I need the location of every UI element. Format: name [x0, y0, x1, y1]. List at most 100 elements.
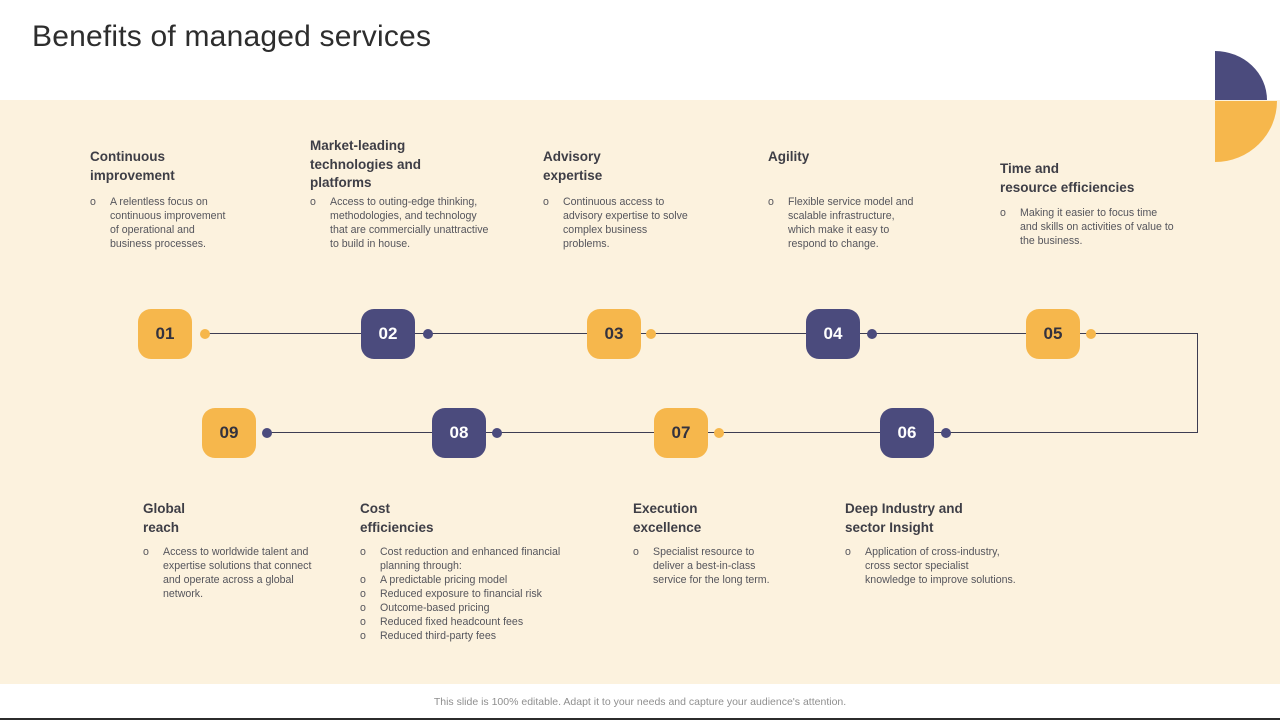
bullet-marker: o	[360, 601, 366, 614]
bottom-divider	[0, 718, 1280, 720]
benefit-point-text: Reduced third-party fees	[380, 629, 497, 642]
benefit-points: o Access to worldwide talent and expertis…	[143, 546, 325, 602]
bullet-marker: o	[143, 546, 149, 558]
list-item: o A predictable pricing model	[360, 574, 576, 588]
benefit-global-reach: Global reach o Access to worldwide talent…	[143, 500, 325, 602]
benefit-point-text: Access to outing-edge thinking, methodol…	[330, 195, 489, 250]
timeline-step-05: 05	[1026, 309, 1080, 359]
timeline-dot-02	[423, 329, 433, 339]
step-number: 04	[823, 324, 843, 343]
timeline-line-row1	[205, 333, 1198, 334]
timeline-step-09: 09	[202, 408, 256, 458]
benefit-point-text: Access to worldwide talent and expertise…	[163, 546, 312, 600]
list-item: o Flexible service model and scalable inf…	[768, 196, 914, 252]
bullet-marker: o	[360, 573, 366, 586]
benefit-points: o Cost reduction and enhanced financial p…	[360, 546, 576, 644]
benefit-point-text: Cost reduction and enhanced financial pl…	[380, 546, 561, 572]
benefit-title: Global reach	[143, 501, 186, 535]
bullet-marker: o	[360, 629, 366, 642]
benefit-title: Advisory expertise	[543, 149, 603, 183]
list-item: o Access to outing-edge thinking, methodo…	[310, 196, 496, 252]
step-number: 03	[604, 324, 624, 343]
step-number: 08	[449, 423, 469, 442]
list-item: o Outcome-based pricing	[360, 602, 576, 616]
list-item: o Reduced exposure to financial risk	[360, 588, 576, 602]
list-item: o Specialist resource to deliver a best-i…	[633, 546, 775, 588]
benefit-cost-efficiencies: Cost efficiencies o Cost reduction and en…	[360, 500, 576, 644]
step-number: 09	[219, 423, 239, 442]
benefit-time-resource-efficiencies: Time and resource efficiencies o Making i…	[1000, 160, 1176, 249]
timeline-step-02: 02	[361, 309, 415, 359]
timeline-dot-04	[867, 329, 877, 339]
step-number: 02	[378, 324, 398, 343]
timeline-dot-06	[941, 428, 951, 438]
list-item: o Access to worldwide talent and expertis…	[143, 546, 325, 602]
benefit-agility: Agility o Flexible service model and scal…	[768, 148, 914, 252]
benefit-title: Continuous improvement	[90, 149, 175, 183]
list-item: o Making it easier to focus time and skil…	[1000, 207, 1176, 249]
benefit-advisory-expertise: Advisory expertise o Continuous access to…	[543, 148, 693, 252]
step-number: 06	[897, 423, 917, 442]
step-number: 07	[671, 423, 691, 442]
bullet-marker: o	[845, 546, 851, 558]
benefit-point-text: Reduced exposure to financial risk	[380, 587, 542, 600]
benefit-point-text: Application of cross-industry, cross sec…	[865, 546, 1016, 586]
timeline-dot-07	[714, 428, 724, 438]
bullet-marker: o	[543, 196, 549, 208]
list-item: o Reduced third-party fees	[360, 630, 576, 644]
timeline-step-06: 06	[880, 408, 934, 458]
timeline-dot-09	[262, 428, 272, 438]
benefit-title: Execution excellence	[633, 501, 702, 535]
benefit-point-text: Reduced fixed headcount fees	[380, 615, 524, 628]
benefit-points: o Making it easier to focus time and skil…	[1000, 207, 1176, 249]
timeline-step-08: 08	[432, 408, 486, 458]
bullet-marker: o	[360, 546, 366, 558]
timeline-dot-01	[200, 329, 210, 339]
list-item: o Application of cross-industry, cross se…	[845, 546, 1017, 588]
bullet-marker: o	[768, 196, 774, 208]
benefit-point-text: Continuous access to advisory expertise …	[563, 196, 688, 250]
step-number: 05	[1043, 324, 1063, 343]
benefit-title: Market-leading technologies and platform…	[310, 138, 422, 191]
timeline-step-01: 01	[138, 309, 192, 359]
benefit-market-leading-technologies: Market-leading technologies and platform…	[310, 137, 496, 252]
timeline-step-04: 04	[806, 309, 860, 359]
bullet-marker: o	[90, 196, 96, 208]
benefit-points: o Access to outing-edge thinking, methodo…	[310, 196, 496, 252]
benefit-points: o Flexible service model and scalable inf…	[768, 196, 914, 252]
slide-body-background	[0, 100, 1280, 684]
benefit-point-text: Specialist resource to deliver a best-in…	[653, 546, 770, 586]
list-item: o Continuous access to advisory expertise…	[543, 196, 693, 252]
timeline-line-row2	[267, 432, 1198, 433]
list-item: o Cost reduction and enhanced financial p…	[360, 546, 576, 574]
timeline-dot-08	[492, 428, 502, 438]
list-item: o Reduced fixed headcount fees	[360, 616, 576, 630]
timeline-step-07: 07	[654, 408, 708, 458]
benefit-execution-excellence: Execution excellence o Specialist resourc…	[633, 500, 775, 588]
benefit-title: Agility	[768, 149, 810, 164]
benefit-point-text: A predictable pricing model	[380, 573, 508, 586]
timeline-line-connector	[1197, 333, 1198, 433]
bullet-marker: o	[360, 587, 366, 600]
benefit-deep-industry-sector-insight: Deep Industry and sector Insight o Applic…	[845, 500, 1017, 588]
benefit-points: o Specialist resource to deliver a best-i…	[633, 546, 775, 588]
footer-note: This slide is 100% editable. Adapt it to…	[433, 696, 847, 708]
bullet-marker: o	[633, 546, 639, 558]
benefit-points: o Application of cross-industry, cross se…	[845, 546, 1017, 588]
benefit-title: Time and resource efficiencies	[1000, 161, 1135, 195]
bullet-marker: o	[1000, 207, 1006, 219]
step-number: 01	[155, 324, 175, 343]
benefit-point-text: Outcome-based pricing	[380, 601, 490, 614]
benefit-point-text: Making it easier to focus time and skill…	[1020, 207, 1174, 247]
benefit-title: Cost efficiencies	[360, 501, 434, 535]
bullet-marker: o	[310, 195, 316, 208]
benefit-point-text: Flexible service model and scalable infr…	[788, 196, 914, 250]
page-title: Benefits of managed services	[32, 20, 432, 53]
timeline-dot-03	[646, 329, 656, 339]
bullet-marker: o	[360, 615, 366, 628]
benefit-title: Deep Industry and sector Insight	[845, 501, 963, 535]
